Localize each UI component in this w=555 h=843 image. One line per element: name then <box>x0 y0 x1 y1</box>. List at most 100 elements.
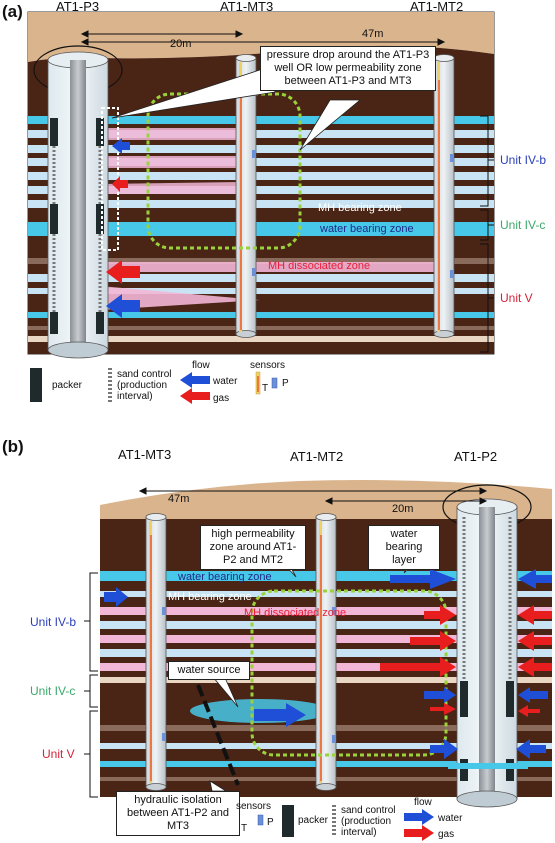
dissociated-pink-4 <box>100 262 440 272</box>
legend-water-label: water <box>438 813 463 824</box>
low-permeability-zone-outline <box>146 92 302 250</box>
surface-soil <box>28 12 494 62</box>
water-arrow <box>518 687 548 703</box>
zone-water-bearing: water bearing zone <box>320 223 414 235</box>
unit-iv-b: Unit IV-b <box>500 153 547 167</box>
gas-arrow <box>518 631 552 651</box>
legend-sensors-label: sensors <box>250 360 286 371</box>
zone-mh-dissociated: MH dissociated zone <box>244 607 347 619</box>
gas-arrow <box>424 605 456 625</box>
well-label-at1-p2: AT1-P2 <box>454 449 498 464</box>
well-label-at1-mt2: AT1-MT2 <box>290 449 344 464</box>
distance-20m: 20m <box>170 38 192 50</box>
well-at1-mt2-b <box>315 513 337 791</box>
legend-t-label: T <box>262 383 269 394</box>
gas-arrow <box>410 631 456 651</box>
callout-pressure-drop: pressure drop around the AT1-P3 well OR … <box>260 46 436 91</box>
strata-layers <box>28 116 494 342</box>
zone-mh-bearing: MH bearing zone <box>168 591 252 603</box>
well-label-at1-mt3: AT1-MT3 <box>118 447 172 462</box>
panel-b-diagram <box>84 480 552 841</box>
distance-47m: 47m <box>362 28 384 40</box>
gas-arrow <box>380 657 456 677</box>
distance-47m: 47m <box>168 493 190 505</box>
well-label-at1-p3: AT1-P3 <box>56 0 100 14</box>
legend-gas-label: gas <box>438 829 455 840</box>
panel-a: (a) AT1-P3 AT1-MT3 AT1-MT2 20m 47m press… <box>0 0 555 420</box>
callout-pointer-a2 <box>299 99 362 151</box>
legend-gas-label: gas <box>213 393 230 404</box>
water-arrow <box>104 587 128 607</box>
unit-iv-c: Unit IV-c <box>30 684 76 698</box>
hydraulic-isolation-line <box>196 684 240 786</box>
water-arrow <box>516 739 546 759</box>
legend-sensors-label: sensors <box>236 801 272 812</box>
gas-arrow <box>518 605 552 625</box>
unit-iv-b: Unit IV-b <box>30 615 77 629</box>
water-legend-arrow <box>404 809 434 825</box>
gas-arrow <box>106 260 140 284</box>
legend-t-label: T <box>241 823 248 834</box>
dissociated-pink-3 <box>100 182 240 194</box>
pressure-sensor-symbol <box>271 377 278 389</box>
well-at1-mt3 <box>235 54 257 338</box>
zone-mh-bearing: MH bearing zone <box>318 202 402 214</box>
well-at1-p2 <box>442 484 532 808</box>
callout-water-bearing-layer: water bearing layer <box>368 525 440 570</box>
zone-water-bearing: water bearing zone <box>178 571 272 583</box>
panel-b: (b) AT1-MT3 AT1-MT2 AT1-P2 47m 20m high … <box>0 425 555 843</box>
water-arrow <box>112 138 130 154</box>
callout-high-permeability: high permeability zone around AT1-P2 and… <box>200 525 306 570</box>
well-label-at1-mt3: AT1-MT3 <box>220 0 274 14</box>
gas-legend-arrow <box>180 388 210 404</box>
gas-arrow <box>112 176 128 192</box>
unit-iv-c: Unit IV-c <box>500 218 546 232</box>
dissociated-pink-2 <box>100 156 240 168</box>
packer-symbol <box>282 805 294 837</box>
legend-sand-control-label: sand control (production interval) <box>117 369 172 402</box>
gas-legend-arrow <box>404 825 434 841</box>
legend-packer-label: packer <box>298 815 329 826</box>
water-legend-arrow <box>180 372 210 388</box>
unit-v: Unit V <box>42 747 75 761</box>
flow-arrows-a <box>106 138 140 318</box>
gas-arrow <box>430 703 456 715</box>
well-at1-p3 <box>33 45 123 359</box>
zone-mh-dissociated: MH dissociated zone <box>268 260 371 272</box>
packer-symbol <box>30 368 42 402</box>
well-at1-mt2 <box>433 54 455 338</box>
legend-packer-label: packer <box>52 380 83 391</box>
unit-v: Unit V <box>500 291 533 305</box>
well-label-at1-mt2: AT1-MT2 <box>410 0 464 14</box>
legend-flow-label: flow <box>414 797 432 808</box>
water-arrow <box>254 703 306 727</box>
legend-a <box>30 368 278 404</box>
legend-p-label: P <box>267 817 274 828</box>
panel-b-label: (b) <box>2 437 24 456</box>
callout-hydraulic-isolation: hydraulic isolation between AT1-P2 and M… <box>116 791 240 836</box>
panel-a-label: (a) <box>2 2 23 21</box>
legend-sand-control-label: sand control (production interval) <box>341 805 396 838</box>
distance-20m: 20m <box>392 503 414 515</box>
water-arrow <box>430 739 458 759</box>
legend-p-label: P <box>282 378 289 389</box>
well-at1-mt3-b <box>145 513 167 791</box>
high-permeability-zone-outline <box>250 589 448 757</box>
water-arrow <box>518 569 552 589</box>
gas-arrow <box>518 705 540 717</box>
water-arrow <box>390 569 456 589</box>
legend-water-label: water <box>213 376 238 387</box>
water-arrow <box>106 294 140 318</box>
distance-arrows-b <box>138 487 488 505</box>
surface-soil-b <box>100 480 552 519</box>
water-arrow <box>424 687 456 703</box>
callout-water-source: water source <box>168 661 250 680</box>
dissociated-pink-1 <box>100 128 240 140</box>
distance-arrows <box>80 30 446 46</box>
gas-arrow <box>518 657 552 677</box>
pressure-sensor-symbol <box>257 814 264 826</box>
unit-brackets-a <box>480 115 494 353</box>
legend-flow-label: flow <box>192 360 210 371</box>
flow-arrows-b <box>104 569 552 759</box>
unit-brackets-b <box>84 572 98 798</box>
